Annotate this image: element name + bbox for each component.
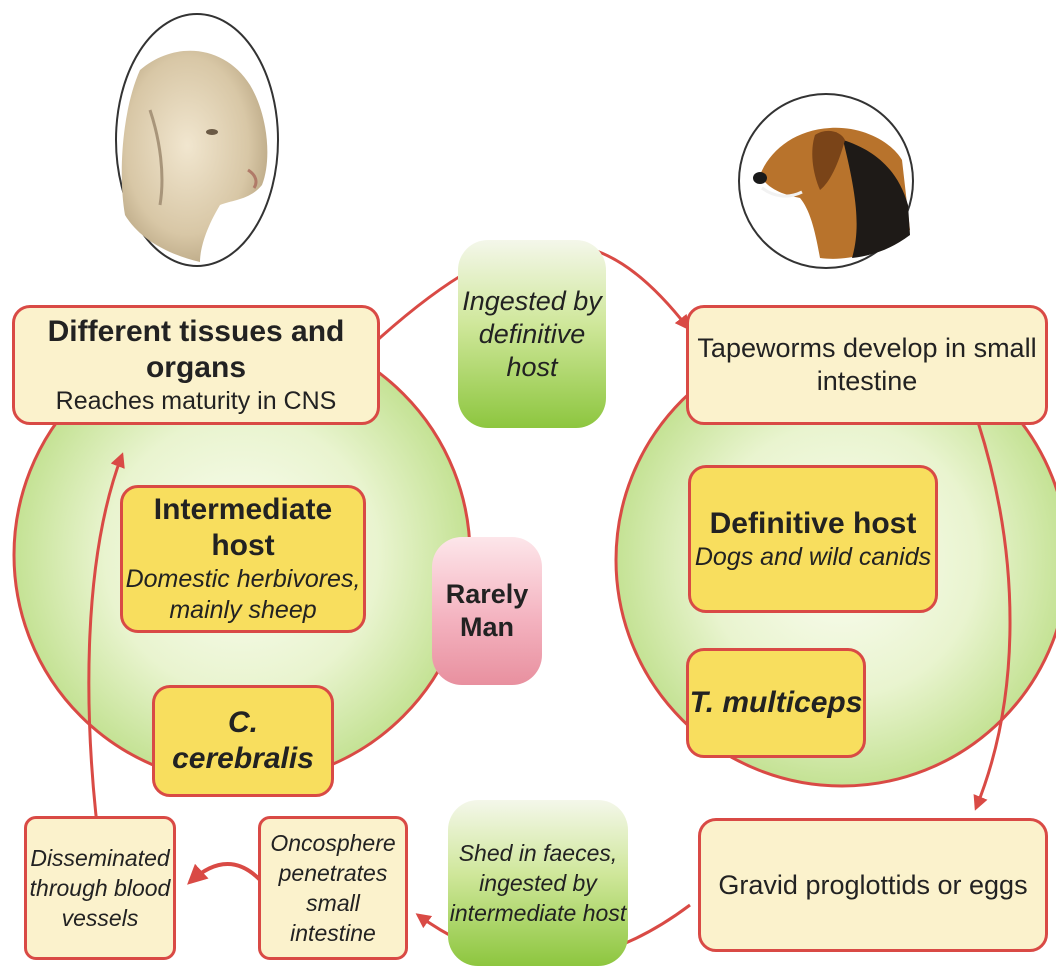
gravid-label: Gravid proglottids or eggs [718,869,1028,900]
definitive-host-title: Definitive host [709,506,917,540]
disseminated-line2: through blood [29,875,171,901]
intermediate-host-box: Intermediate host Domestic herbivores, m… [120,485,366,633]
intermediate-host-line1: Domestic herbivores, [125,565,361,593]
tapeworms-line1: Tapeworms develop in small [697,333,1037,363]
shed-line2: ingested by [479,870,597,896]
ingested-pill: Ingested by definitive host [458,240,606,428]
shed-line1: Shed in faeces, [458,840,618,866]
ingested-line2: definitive [478,318,586,349]
rarely-line1: Rarely [445,579,529,609]
tapeworms-box: Tapeworms develop in small intestine [686,305,1048,425]
sheep-photo [115,13,279,267]
ingested-line3: host [506,351,558,382]
t-multiceps-label: T. multiceps [689,686,863,719]
intermediate-host-title: Intermediate host [153,493,333,562]
shed-line3: intermediate host [449,900,627,926]
dog-photo [738,93,914,269]
definitive-host-subtitle: Dogs and wild canids [694,542,932,571]
c-cerebralis-box: C. cerebralis [152,685,334,797]
arrow-down-to-gravid [973,421,1012,811]
tissues-box: Different tissues and organs Reaches mat… [12,305,380,425]
gravid-box: Gravid proglottids or eggs [698,818,1048,952]
tissues-title: Different tissues and organs [47,314,345,384]
shed-pill: Shed in faeces, ingested by intermediate… [448,800,628,966]
ingested-line1: Ingested by [462,285,602,316]
intermediate-host-line2: mainly sheep [169,596,317,624]
oncosphere-line1: Oncosphere [270,830,396,856]
oncosphere-box: Oncosphere penetrates small intestine [258,816,408,960]
oncosphere-line3: small intestine [290,890,376,946]
disseminated-line1: Disseminated [30,845,170,871]
arrow-up-to-tissues [87,452,125,866]
tissues-subtitle: Reaches maturity in CNS [55,386,337,415]
disseminated-box: Disseminated through blood vessels [24,816,176,960]
rarely-line2: Man [460,612,514,642]
disseminated-line3: vessels [61,905,139,931]
tapeworms-line2: intestine [816,366,918,396]
rarely-man-pill: Rarely Man [432,537,542,685]
t-multiceps-box: T. multiceps [686,648,866,758]
oncosphere-line2: penetrates [278,860,388,886]
c-cerebralis-label: C. cerebralis [172,706,314,775]
arrow-oncosphere-to-disseminated [187,862,264,885]
definitive-host-box: Definitive host Dogs and wild canids [688,465,938,613]
